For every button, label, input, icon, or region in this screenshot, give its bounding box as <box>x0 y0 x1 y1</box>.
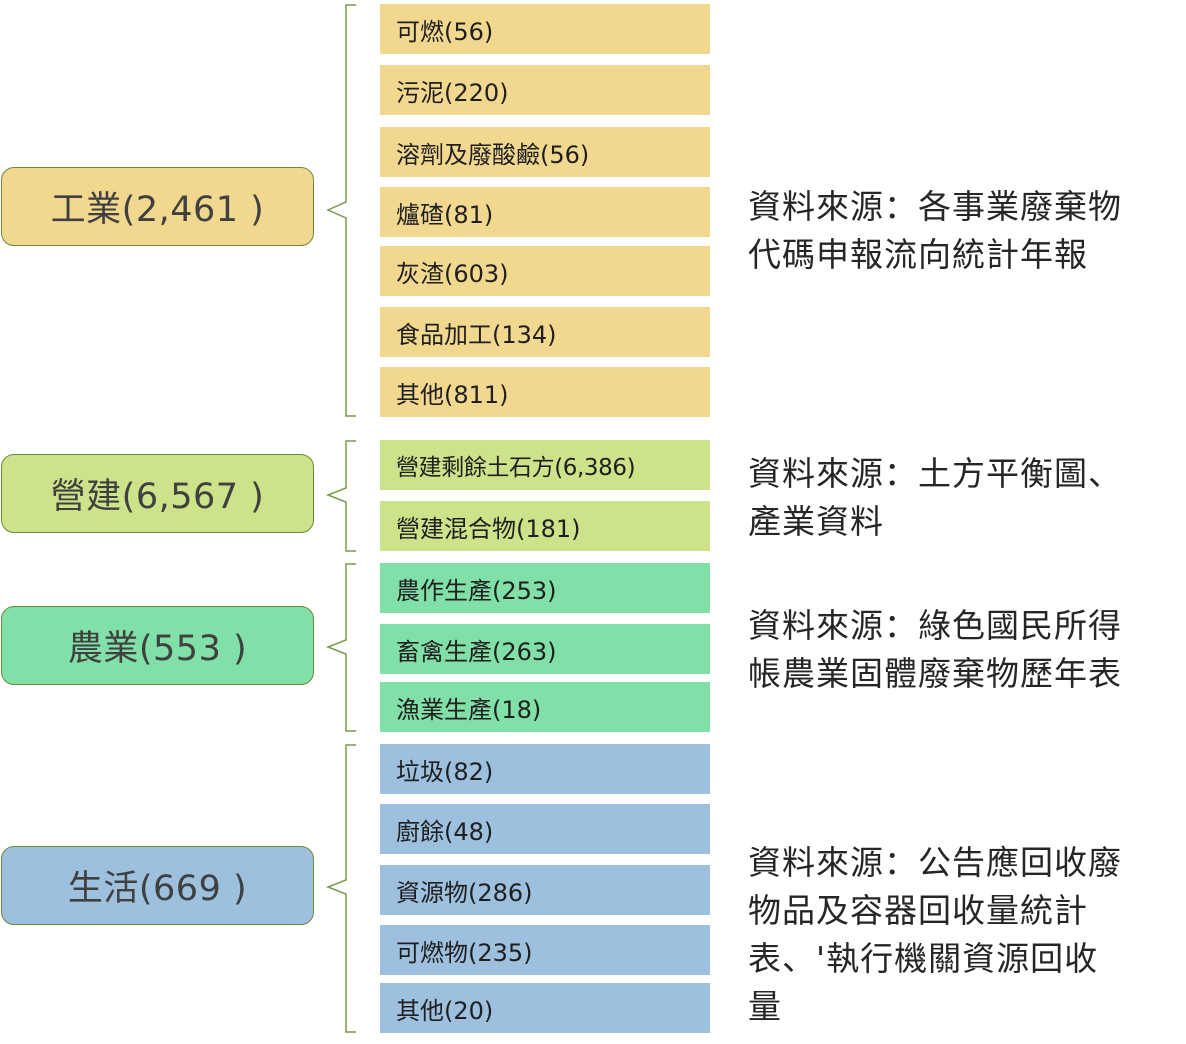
subitem-domestic-combustibles: 可燃物(235) <box>380 925 710 975</box>
source-note-industry: 資料來源：各事業廢棄物 代碼申報流向統計年報 <box>748 187 1122 274</box>
subitem-industry-ash: 灰渣(603) <box>380 246 710 296</box>
subitem-agriculture-crops: 農作生產(253) <box>380 563 710 613</box>
subitem-industry-slag: 爐碴(81) <box>380 187 710 237</box>
category-box-construction: 營建(6,567 ) <box>1 454 314 533</box>
bracket-industry <box>326 4 360 417</box>
source-note-domestic: 資料來源：公告應回收廢 物品及容器回收量統計 表、'執行機關資源回收 量 <box>748 843 1122 1026</box>
category-box-domestic: 生活(669 ) <box>1 846 314 925</box>
subitem-construction-surplus-soil: 營建剩餘土石方(6,386) <box>380 440 710 490</box>
category-box-agriculture: 農業(553 ) <box>1 606 314 685</box>
subitem-domestic-recyclables: 資源物(286) <box>380 865 710 915</box>
bracket-domestic <box>325 744 360 1033</box>
subitem-industry-other: 其他(811) <box>380 367 710 417</box>
subitem-domestic-kitchen-waste: 廚餘(48) <box>380 804 710 854</box>
source-note-agriculture: 資料來源：綠色國民所得 帳農業固體廢棄物歷年表 <box>748 606 1122 693</box>
source-note-construction: 資料來源：土方平衡圖、 產業資料 <box>748 454 1122 541</box>
category-box-industry: 工業(2,461 ) <box>1 167 314 246</box>
subitem-agriculture-fishery: 漁業生產(18) <box>380 682 710 732</box>
subitem-industry-food: 食品加工(134) <box>380 307 710 357</box>
bracket-construction <box>325 440 360 552</box>
subitem-domestic-other: 其他(20) <box>380 983 710 1033</box>
subitem-domestic-garbage: 垃圾(82) <box>380 744 710 794</box>
subitem-industry-sludge: 污泥(220) <box>380 65 710 115</box>
subitem-industry-combustible: 可燃(56) <box>380 4 710 54</box>
bracket-agriculture <box>325 563 360 732</box>
subitem-construction-mixed: 營建混合物(181) <box>380 501 710 551</box>
subitem-industry-solvent: 溶劑及廢酸鹼(56) <box>380 127 710 177</box>
subitem-agriculture-livestock: 畜禽生產(263) <box>380 624 710 674</box>
